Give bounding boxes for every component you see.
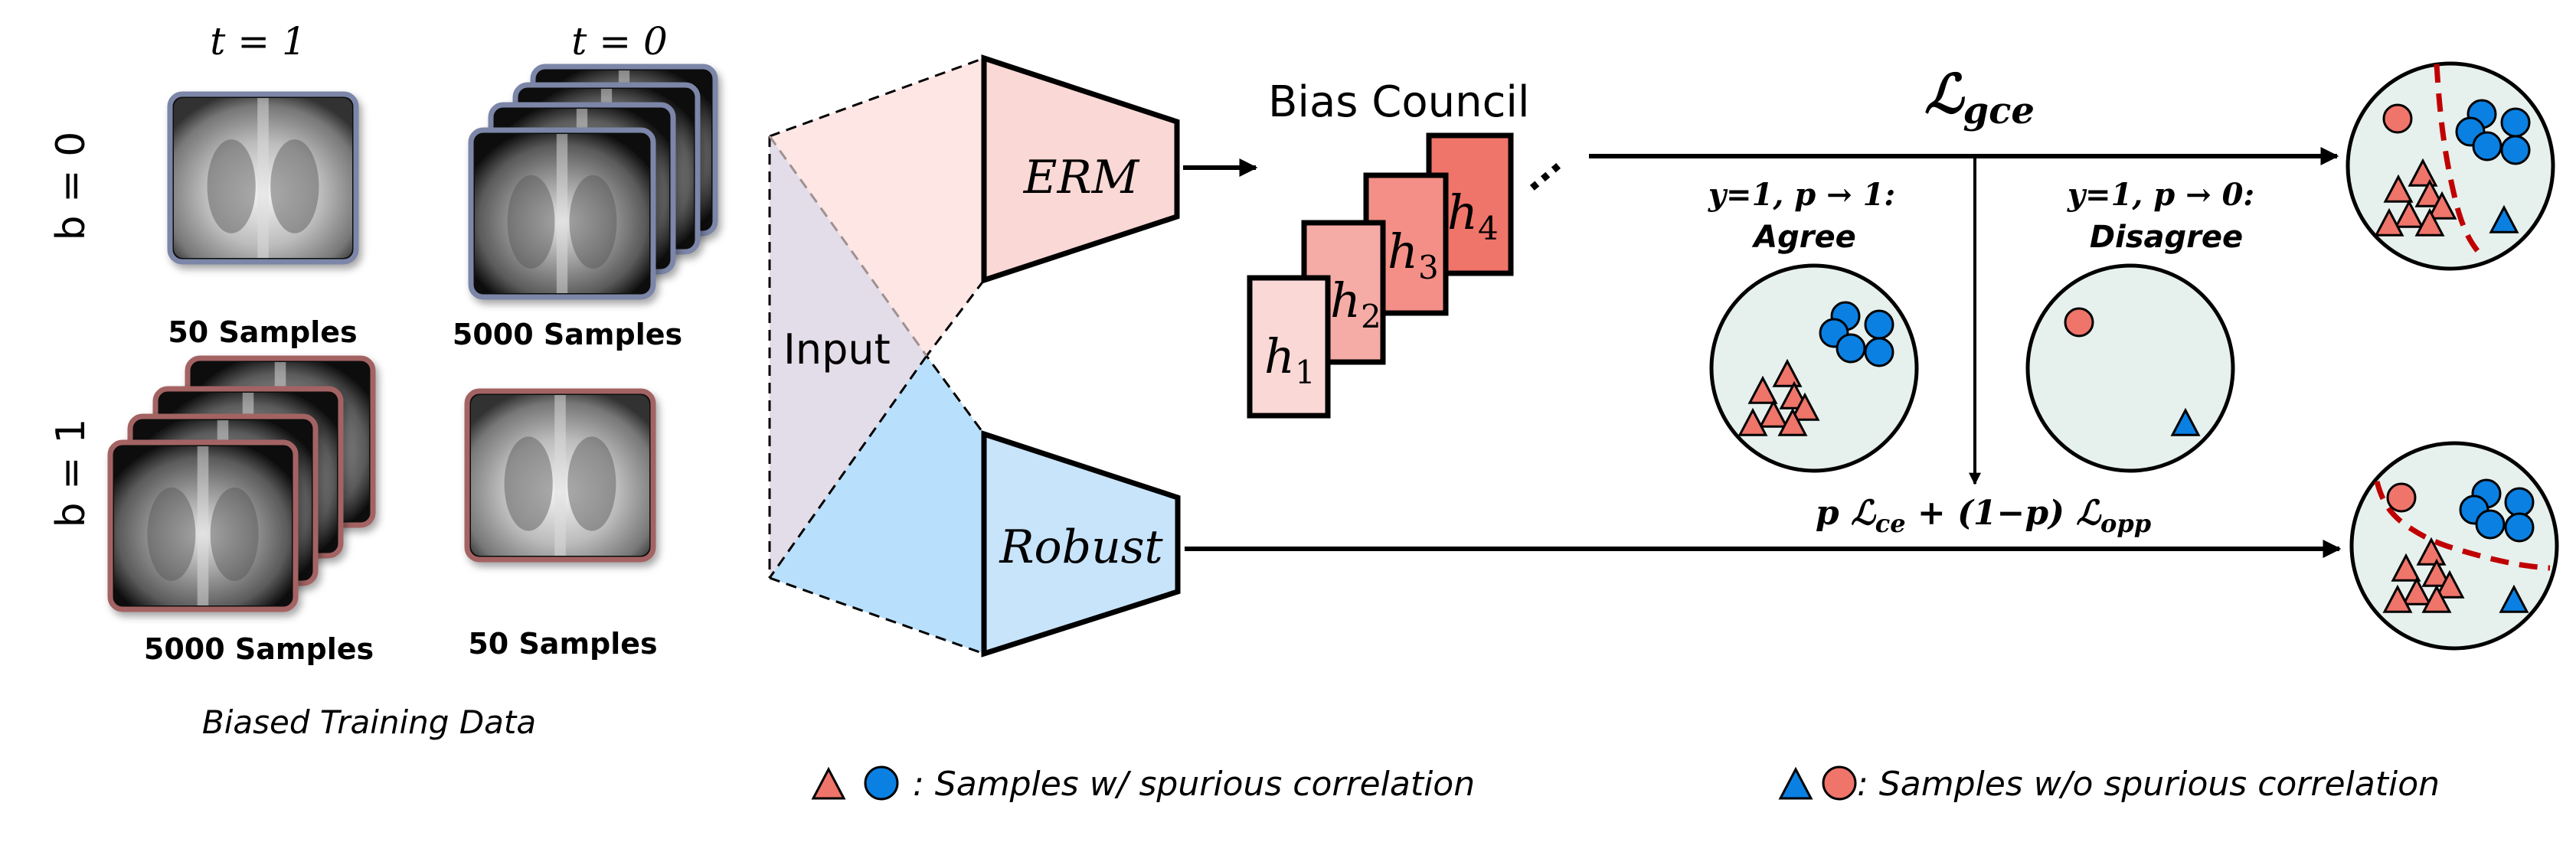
agree-condition: y=1, p → 1:	[1708, 177, 1895, 213]
legend-red-triangle-icon	[811, 766, 846, 800]
red-triangle-sample	[2434, 569, 2465, 599]
input-label: Input	[783, 325, 891, 374]
red-triangle-sample	[2383, 174, 2414, 203]
xray-b0-t1	[167, 91, 359, 265]
red-triangle-sample	[2391, 553, 2421, 582]
red-triangle-sample	[2427, 191, 2457, 220]
red-triangle-sample	[1737, 407, 1768, 436]
legend-blue-triangle-icon	[1778, 766, 1813, 800]
robust-model	[981, 430, 1181, 658]
red-circle-sample	[2382, 103, 2413, 134]
loss-flow: ℒgce y=1, p → 1: Agree y=1, p → 0: Disag…	[1185, 62, 2342, 558]
blue-circle-sample	[2504, 512, 2535, 543]
count-b0-t0: 5000 Samples	[453, 318, 682, 351]
blue-circle-sample	[2475, 509, 2506, 540]
xray-b1-t1-4	[107, 439, 299, 612]
council-title: Bias Council	[1268, 77, 1530, 127]
council-ellipsis: ...	[1510, 140, 1570, 200]
blue-circle-sample	[1836, 333, 1866, 364]
blue-circle-sample	[1864, 309, 1894, 340]
xray-image-groups	[107, 64, 718, 612]
input-region-top	[770, 58, 984, 356]
red-circle-sample	[2064, 307, 2094, 338]
red-triangle-sample	[1777, 407, 1808, 436]
combined-loss-label: p ℒce + (1−p) ℒopp	[1816, 494, 2151, 538]
head-label-3: h3	[1388, 224, 1439, 286]
red-triangle-sample	[1772, 358, 1803, 387]
legend-shapes	[811, 765, 1857, 801]
robust-output-cluster	[2349, 441, 2559, 651]
red-triangle-sample	[1747, 375, 1778, 404]
count-b0-t1: 50 Samples	[168, 315, 357, 349]
xray-b0-t0-4	[468, 127, 656, 300]
panel-caption: Biased Training Data	[202, 703, 536, 741]
blue-triangle-sample	[2170, 407, 2201, 436]
input-region-bottom	[770, 356, 984, 654]
xray-b1-t0	[464, 388, 656, 563]
erm-label: ERM	[1023, 151, 1140, 204]
blue-circle-sample	[2472, 131, 2502, 162]
decision-boundary	[2434, 64, 2486, 260]
input-region-mid	[770, 136, 927, 578]
legend-with-spurious: : Samples w/ spurious correlation	[913, 765, 1475, 804]
network: Input ERM Robust Bias Council h1 h2 h3 h…	[768, 54, 1570, 658]
robust-label: Robust	[999, 521, 1163, 574]
erm-model	[981, 54, 1180, 284]
column-label-t0: t = 0	[571, 19, 668, 64]
head-label-4: h4	[1447, 184, 1499, 247]
disagree-label: Disagree	[2090, 220, 2243, 255]
count-b1-t1: 5000 Samples	[144, 632, 374, 666]
red-triangle-sample	[2416, 537, 2447, 566]
red-triangle-sample	[2414, 207, 2445, 237]
input-divider	[768, 135, 928, 357]
blue-circle-sample	[2500, 107, 2531, 138]
agree-label: Agree	[1751, 220, 1856, 255]
blue-circle-sample	[1864, 337, 1894, 367]
disagree-cluster	[2025, 263, 2235, 473]
blue-circle-sample	[2504, 487, 2535, 517]
red-triangle-sample	[2401, 576, 2432, 605]
blue-triangle-sample	[2489, 204, 2519, 233]
red-triangle-sample	[2414, 178, 2445, 207]
count-b1-t0: 50 Samples	[468, 627, 657, 661]
row-label-b1: b = 1	[48, 419, 94, 528]
red-triangle-sample	[2421, 584, 2452, 613]
row-label-b0: b = 0	[48, 132, 94, 241]
column-label-t1: t = 1	[210, 19, 306, 64]
red-triangle-sample	[1790, 392, 1820, 421]
red-triangle-sample	[2382, 584, 2413, 613]
blue-triangle-sample	[2499, 584, 2529, 613]
red-triangle-sample	[2408, 158, 2438, 187]
erm-output-cluster	[2346, 61, 2555, 271]
legend-blue-circle-icon	[864, 765, 899, 801]
head-label-1: h1	[1264, 328, 1316, 391]
gce-loss-label: ℒgce	[1924, 62, 2035, 132]
cluster-boundary-circle	[2349, 441, 2559, 651]
legend-red-circle-icon	[1822, 765, 1857, 801]
disagree-condition: y=1, p → 0:	[2067, 177, 2254, 213]
biased-training-data-panel: t = 1 t = 0 b = 0 b = 1 50 Samples 5000 …	[48, 19, 718, 741]
cluster-boundary-circle	[2025, 263, 2235, 473]
red-circle-sample	[2386, 482, 2417, 513]
agree-cluster	[1709, 263, 1919, 473]
blue-circle-sample	[2500, 135, 2531, 165]
red-triangle-sample	[2394, 199, 2424, 228]
decision-boundary	[2374, 481, 2551, 571]
red-triangle-sample	[2374, 207, 2404, 237]
sample-clusters	[1709, 61, 2559, 651]
legend: : Samples w/ spurious correlation : Samp…	[811, 765, 2440, 804]
head-label-2: h2	[1330, 273, 1381, 335]
cluster-boundary-circle	[1709, 263, 1919, 473]
red-triangle-sample	[1758, 399, 1789, 428]
head-box-1	[1247, 275, 1331, 419]
legend-without-spurious: : Samples w/o spurious correlation	[1857, 765, 2440, 804]
